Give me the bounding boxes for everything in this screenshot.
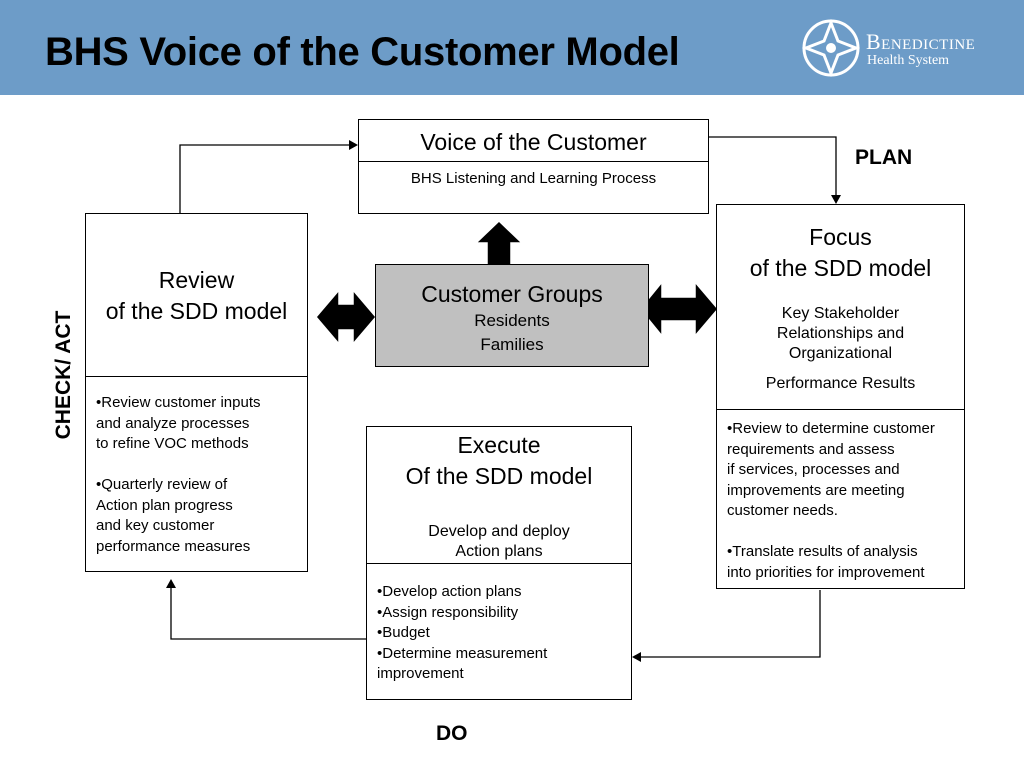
focus-subtitle: Key Stakeholder Relationships and Organi… — [776, 305, 905, 362]
execute-details: •Develop action plans •Assign responsibi… — [377, 583, 548, 682]
voc-divider — [359, 161, 708, 162]
voc-box: Voice of the Customer BHS Listening and … — [358, 119, 709, 214]
right-double-arrow — [639, 279, 719, 339]
execute-box: Execute Of the SDD model Develop and dep… — [366, 426, 632, 700]
focus-title: Focus of the SDD model — [749, 224, 932, 281]
customer-groups-families: Families — [480, 335, 544, 354]
logo-subtitle: Health System — [867, 53, 950, 68]
review-to-voc-connector — [179, 144, 352, 213]
voc-to-focus-connector — [709, 136, 837, 198]
execute-title: Execute Of the SDD model — [405, 432, 593, 489]
review-details: •Review customer inputs and analyze proc… — [96, 394, 261, 555]
benedictine-cross-icon — [801, 18, 861, 78]
voc-title: Voice of the Customer — [420, 129, 647, 155]
focus-divider — [717, 409, 964, 410]
execute-subtitle: Develop and deploy Action plans — [428, 523, 570, 560]
customer-groups-residents: Residents — [474, 311, 550, 330]
focus-subtitle-results: Performance Results — [765, 375, 916, 392]
check-act-label: CHECK/ ACT — [52, 310, 75, 440]
focus-details: •Review to determine customer requiremen… — [727, 420, 935, 581]
arrowhead-to-execute — [632, 652, 641, 662]
customer-groups-title: Customer Groups — [421, 281, 603, 307]
execute-to-review-connector — [170, 585, 366, 640]
review-divider — [86, 376, 307, 377]
left-double-arrow — [315, 287, 377, 347]
arrowhead-to-review — [166, 579, 176, 588]
arrowhead-to-focus — [831, 195, 841, 204]
do-label: DO — [436, 722, 468, 745]
voc-subtitle: BHS Listening and Learning Process — [410, 170, 657, 187]
plan-label: PLAN — [855, 146, 913, 169]
customer-groups-box: Customer Groups Residents Families — [375, 264, 649, 367]
logo-name: Benedictine — [866, 29, 976, 54]
review-box: Review of the SDD model •Review customer… — [85, 213, 308, 572]
arrowhead-to-voc — [349, 140, 358, 150]
focus-box: Focus of the SDD model Key Stakeholder R… — [716, 204, 965, 589]
page-title: BHS Voice of the Customer Model — [45, 30, 680, 74]
review-title: Review of the SDD model — [105, 267, 288, 324]
execute-divider — [367, 563, 631, 564]
focus-to-execute-connector — [638, 590, 821, 658]
